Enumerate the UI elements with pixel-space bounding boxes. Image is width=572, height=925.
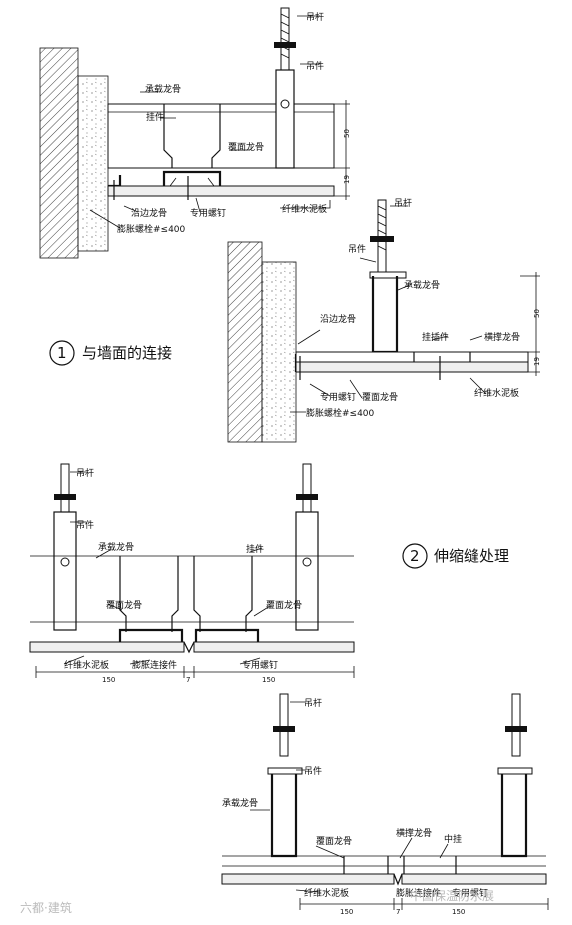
label-hanger-2b: 吊件 — [304, 765, 322, 777]
watermark-right: 中国保温防水展 — [410, 888, 494, 903]
label-mid-clip-2b: 中挂 — [444, 833, 462, 845]
plaster-layer-b — [261, 261, 297, 443]
label-anchor: 膨胀螺栓#≤400 — [117, 223, 186, 235]
label-main-keel-2b: 承载龙骨 — [222, 797, 258, 809]
label-anchor-b: 膨胀螺栓#≤400 — [306, 407, 375, 419]
label-main-keel-2: 承载龙骨 — [98, 541, 134, 553]
dim-19-b: 19 — [533, 357, 541, 366]
label-cover-keel-2b: 覆面龙骨 — [316, 835, 352, 847]
label-connector-2b: 膨胀连接件 — [396, 887, 441, 899]
fiber-cement-board — [107, 185, 335, 197]
dim-19: 19 — [343, 175, 351, 184]
label-cover-keel-2r: 覆面龙骨 — [266, 599, 302, 611]
label-cross-keel: 横撑龙骨 — [484, 331, 520, 343]
detail-wall-connection-a: 50 19 吊杆 吊件 承载龙骨 挂件 覆面龙骨 沿边龙骨 专用螺钉 纤维水泥板… — [39, 7, 351, 259]
brick-wall-b — [227, 241, 263, 443]
detail-wall-connection-b: 50 19 吊杆 吊件 承载龙骨 沿边龙骨 挂插件 横撑龙骨 纤维水泥板 专用螺… — [227, 197, 541, 443]
dim-right-b: 150 — [452, 908, 465, 916]
label-cover-keel: 覆面龙骨 — [228, 141, 264, 153]
section-1-number: 1 — [57, 344, 67, 362]
label-hanger-b: 吊件 — [348, 243, 366, 255]
section-2-heading: 伸缩缝处理 — [434, 547, 509, 565]
dim-right: 150 — [262, 676, 275, 684]
section-1-title: 1 与墙面的连接 — [49, 340, 172, 366]
label-rod-b: 吊杆 — [394, 197, 412, 209]
section-1-heading: 与墙面的连接 — [82, 344, 172, 362]
label-board: 纤维水泥板 — [282, 203, 327, 215]
label-cover-keel-2l: 覆面龙骨 — [106, 599, 142, 611]
section-2-number: 2 — [410, 547, 420, 565]
main-keel — [107, 103, 335, 169]
label-board-2: 纤维水泥板 — [64, 659, 109, 671]
dim-50-b: 50 — [533, 309, 541, 318]
section-2-title: 2 伸缩缝处理 — [402, 543, 509, 569]
label-screw-2b: 专用螺钉 — [452, 887, 488, 899]
label-cover-keel-b: 覆面龙骨 — [362, 391, 398, 403]
label-hanger-2: 吊件 — [76, 519, 94, 531]
label-rod-2: 吊杆 — [76, 467, 94, 479]
label-screw-2: 专用螺钉 — [242, 659, 278, 671]
label-connector-2: 膨胀连接件 — [132, 659, 177, 671]
label-screw-b: 专用螺钉 — [320, 391, 356, 403]
main-keel-b — [371, 276, 399, 354]
clip-part — [163, 104, 221, 168]
dim-gap: 7 — [186, 676, 190, 684]
label-edge-keel: 沿边龙骨 — [131, 207, 167, 219]
label-clip-2: 挂件 — [246, 543, 264, 555]
cover-keel — [162, 170, 222, 186]
label-main-keel: 承载龙骨 — [145, 83, 181, 95]
dim-gap-b: 7 — [396, 908, 400, 916]
fiber-cement-board-b — [295, 361, 529, 373]
detail-expansion-joint-a: 150 7 150 吊杆 吊件 承载龙骨 挂件 覆面龙骨 覆面龙骨 纤维水泥板 … — [29, 463, 355, 684]
label-edge-keel-b: 沿边龙骨 — [320, 313, 356, 325]
label-main-keel-b: 承载龙骨 — [404, 279, 440, 291]
watermark-left: 六都·建筑 — [20, 900, 72, 915]
label-screw: 专用螺钉 — [190, 207, 226, 219]
dim-left-b: 150 — [340, 908, 353, 916]
label-cross-keel-2b: 横撑龙骨 — [396, 827, 432, 839]
label-board-2b: 纤维水泥板 — [304, 887, 349, 899]
dim-left: 150 — [102, 676, 115, 684]
cover-keel-b — [295, 351, 529, 363]
label-clip: 挂件 — [146, 111, 164, 123]
brick-wall — [39, 47, 79, 259]
label-board-b: 纤维水泥板 — [474, 387, 519, 399]
label-rod-2b: 吊杆 — [304, 697, 322, 709]
label-insert: 挂插件 — [422, 331, 449, 343]
detail-expansion-joint-b: 150 7 150 吊杆 吊件 承载龙骨 覆面龙骨 横撑龙骨 中挂 纤维水泥板 … — [221, 693, 549, 916]
plaster-layer — [77, 75, 109, 252]
label-rod: 吊杆 — [306, 11, 324, 23]
label-hanger: 吊件 — [306, 60, 324, 72]
dim-50: 50 — [343, 129, 351, 138]
